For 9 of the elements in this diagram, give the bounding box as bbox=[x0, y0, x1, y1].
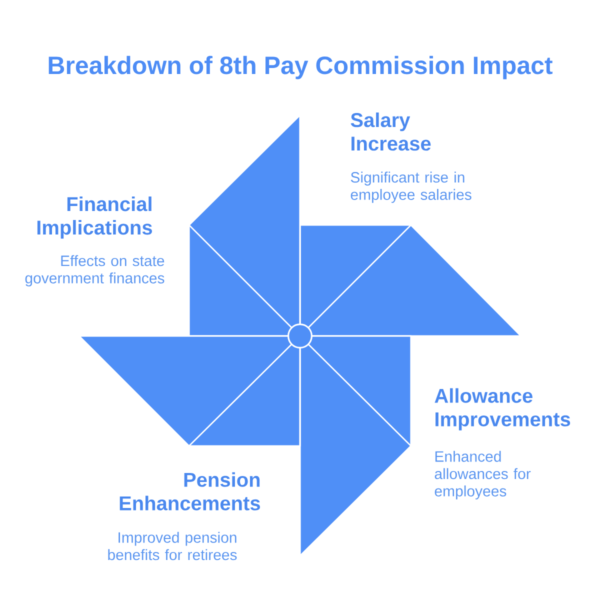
heading: Salary Increase bbox=[350, 112, 431, 151]
description: Enhanced allowances for employees bbox=[434, 450, 531, 500]
description: Improved pension benefits for retirees bbox=[108, 532, 237, 560]
title: Breakdown of 8th Pay Commission Impact bbox=[48, 56, 552, 80]
description: Significant rise in employee salaries bbox=[350, 172, 472, 203]
description: Effects on state government finances bbox=[25, 255, 164, 286]
heading: Financial Implications bbox=[37, 196, 152, 239]
heading: Pension Enhancements bbox=[120, 472, 260, 510]
heading: Allowance Improvements bbox=[434, 388, 570, 430]
